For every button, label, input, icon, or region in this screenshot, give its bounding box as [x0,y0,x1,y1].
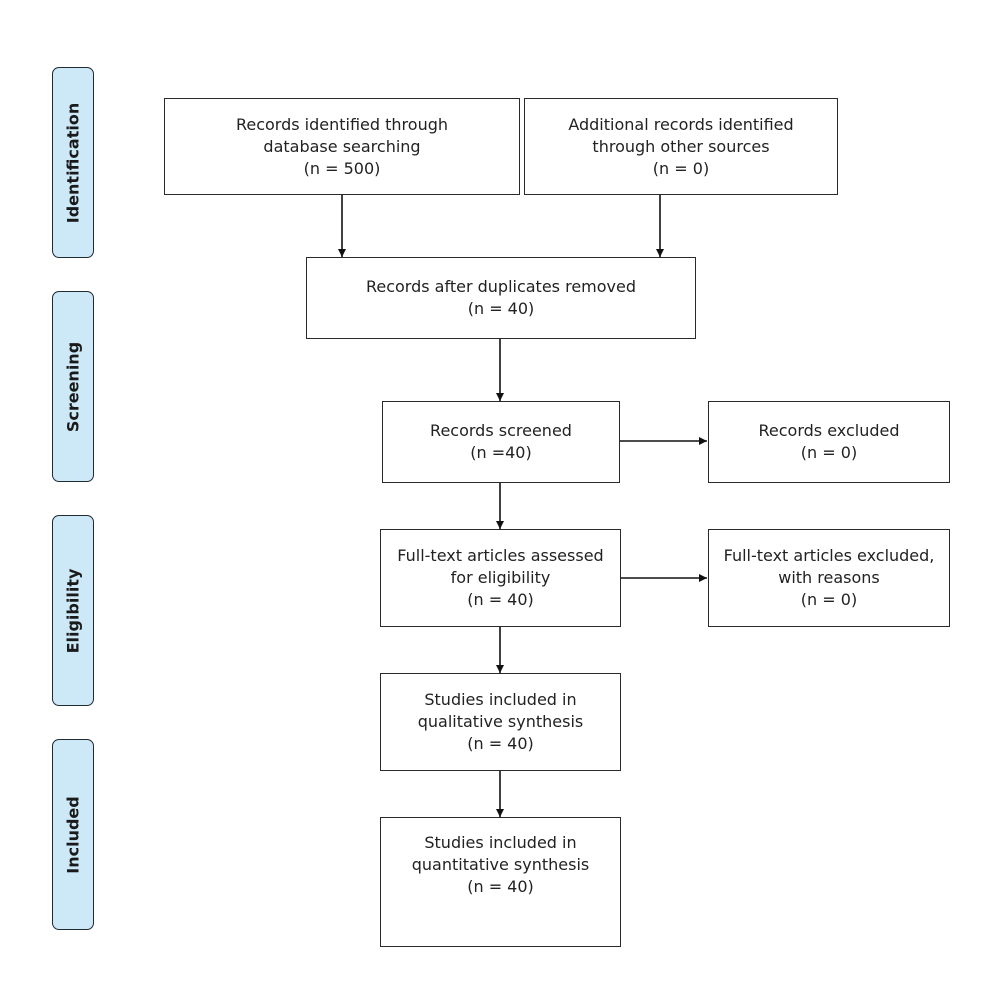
box-text-line: Studies included in [424,833,577,852]
box-text-line: Records screened [430,421,572,440]
box-text-line: (n = 40) [467,299,535,318]
box-text-line: (n = 40) [467,734,534,753]
box-text-line: (n = 0) [800,443,858,462]
stage-identification: Identification [52,67,94,258]
box-other-records: Additional records identified through ot… [524,98,838,195]
box-text-line: Full-text articles assessed [397,546,604,565]
box-text-line: quantitative synthesis [411,855,590,874]
box-text-line: database searching [263,136,421,156]
box-text-line: for eligibility [450,568,551,587]
stage-eligibility: Eligibility [52,515,94,706]
box-text-line: qualitative synthesis [417,712,584,731]
box-text-line: (n = 500) [303,158,381,178]
box-text-line: (n =40) [470,443,532,462]
box-quantitative-synthesis: Studies included in quantitative synthes… [380,817,621,947]
box-text-line: (n = 40) [467,590,534,609]
box-records-excluded: Records excluded (n = 0) [708,401,950,483]
box-text-line: Records identified through [235,114,449,134]
box-qualitative-synthesis: Studies included in qualitative synthesi… [380,673,621,771]
box-fulltext-assessed: Full-text articles assessed for eligibil… [380,529,621,627]
box-text-line: (n = 40) [467,877,534,896]
box-text-line: Full-text articles excluded, [723,546,935,565]
stage-screening: Screening [52,291,94,482]
box-text-line: (n = 0) [800,590,858,609]
box-text-line: with reasons [778,568,880,587]
box-text-line: Studies included in [424,690,577,709]
box-fulltext-excluded: Full-text articles excluded, with reason… [708,529,950,627]
stage-label: Identification [63,102,83,223]
stage-included: Included [52,739,94,930]
box-text-line: Records excluded [758,421,900,440]
stage-label: Screening [63,341,83,432]
box-records-screened: Records screened (n =40) [382,401,620,483]
box-text-line: through other sources [592,136,770,156]
box-text-line: Records after duplicates removed [365,277,637,296]
stage-label: Eligibility [63,568,83,653]
box-text-line: Additional records identified [568,114,794,134]
box-duplicates-removed: Records after duplicates removed (n = 40… [306,257,696,339]
stage-label: Included [63,795,83,874]
box-text-line: (n = 0) [652,158,710,178]
box-database-records: Records identified through database sear… [164,98,520,195]
